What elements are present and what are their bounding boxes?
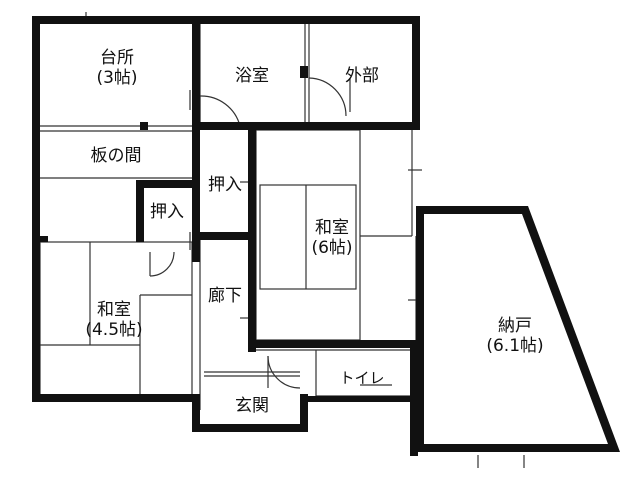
walls [32, 16, 620, 456]
room-closet-left: 押入 [150, 202, 184, 222]
room-exterior: 外部 [345, 66, 379, 86]
room-kitchen-size: (3帖) [96, 68, 138, 88]
room-closet-center: 押入 [208, 175, 242, 195]
room-bath: 浴室 [235, 66, 269, 86]
room-washitsu-small: 和室 (4.5帖) [74, 300, 154, 340]
room-kitchen-name: 台所 [100, 48, 134, 68]
room-storage: 納戸 (6.1帖) [470, 316, 560, 356]
room-storage-name: 納戸 [498, 316, 532, 336]
room-washitsu-small-size: (4.5帖) [85, 320, 143, 340]
room-washitsu-large: 和室 (6帖) [300, 218, 364, 258]
room-storage-size: (6.1帖) [486, 336, 544, 356]
room-entrance: 玄関 [235, 396, 269, 416]
room-kitchen: 台所 (3帖) [82, 48, 152, 88]
room-toilet: トイレ [339, 369, 385, 387]
room-washitsu-large-name: 和室 [315, 218, 349, 238]
room-washitsu-large-size: (6帖) [311, 238, 353, 258]
room-wood-floor: 板の間 [90, 146, 142, 166]
room-washitsu-small-name: 和室 [97, 300, 131, 320]
room-hallway: 廊下 [208, 286, 242, 306]
